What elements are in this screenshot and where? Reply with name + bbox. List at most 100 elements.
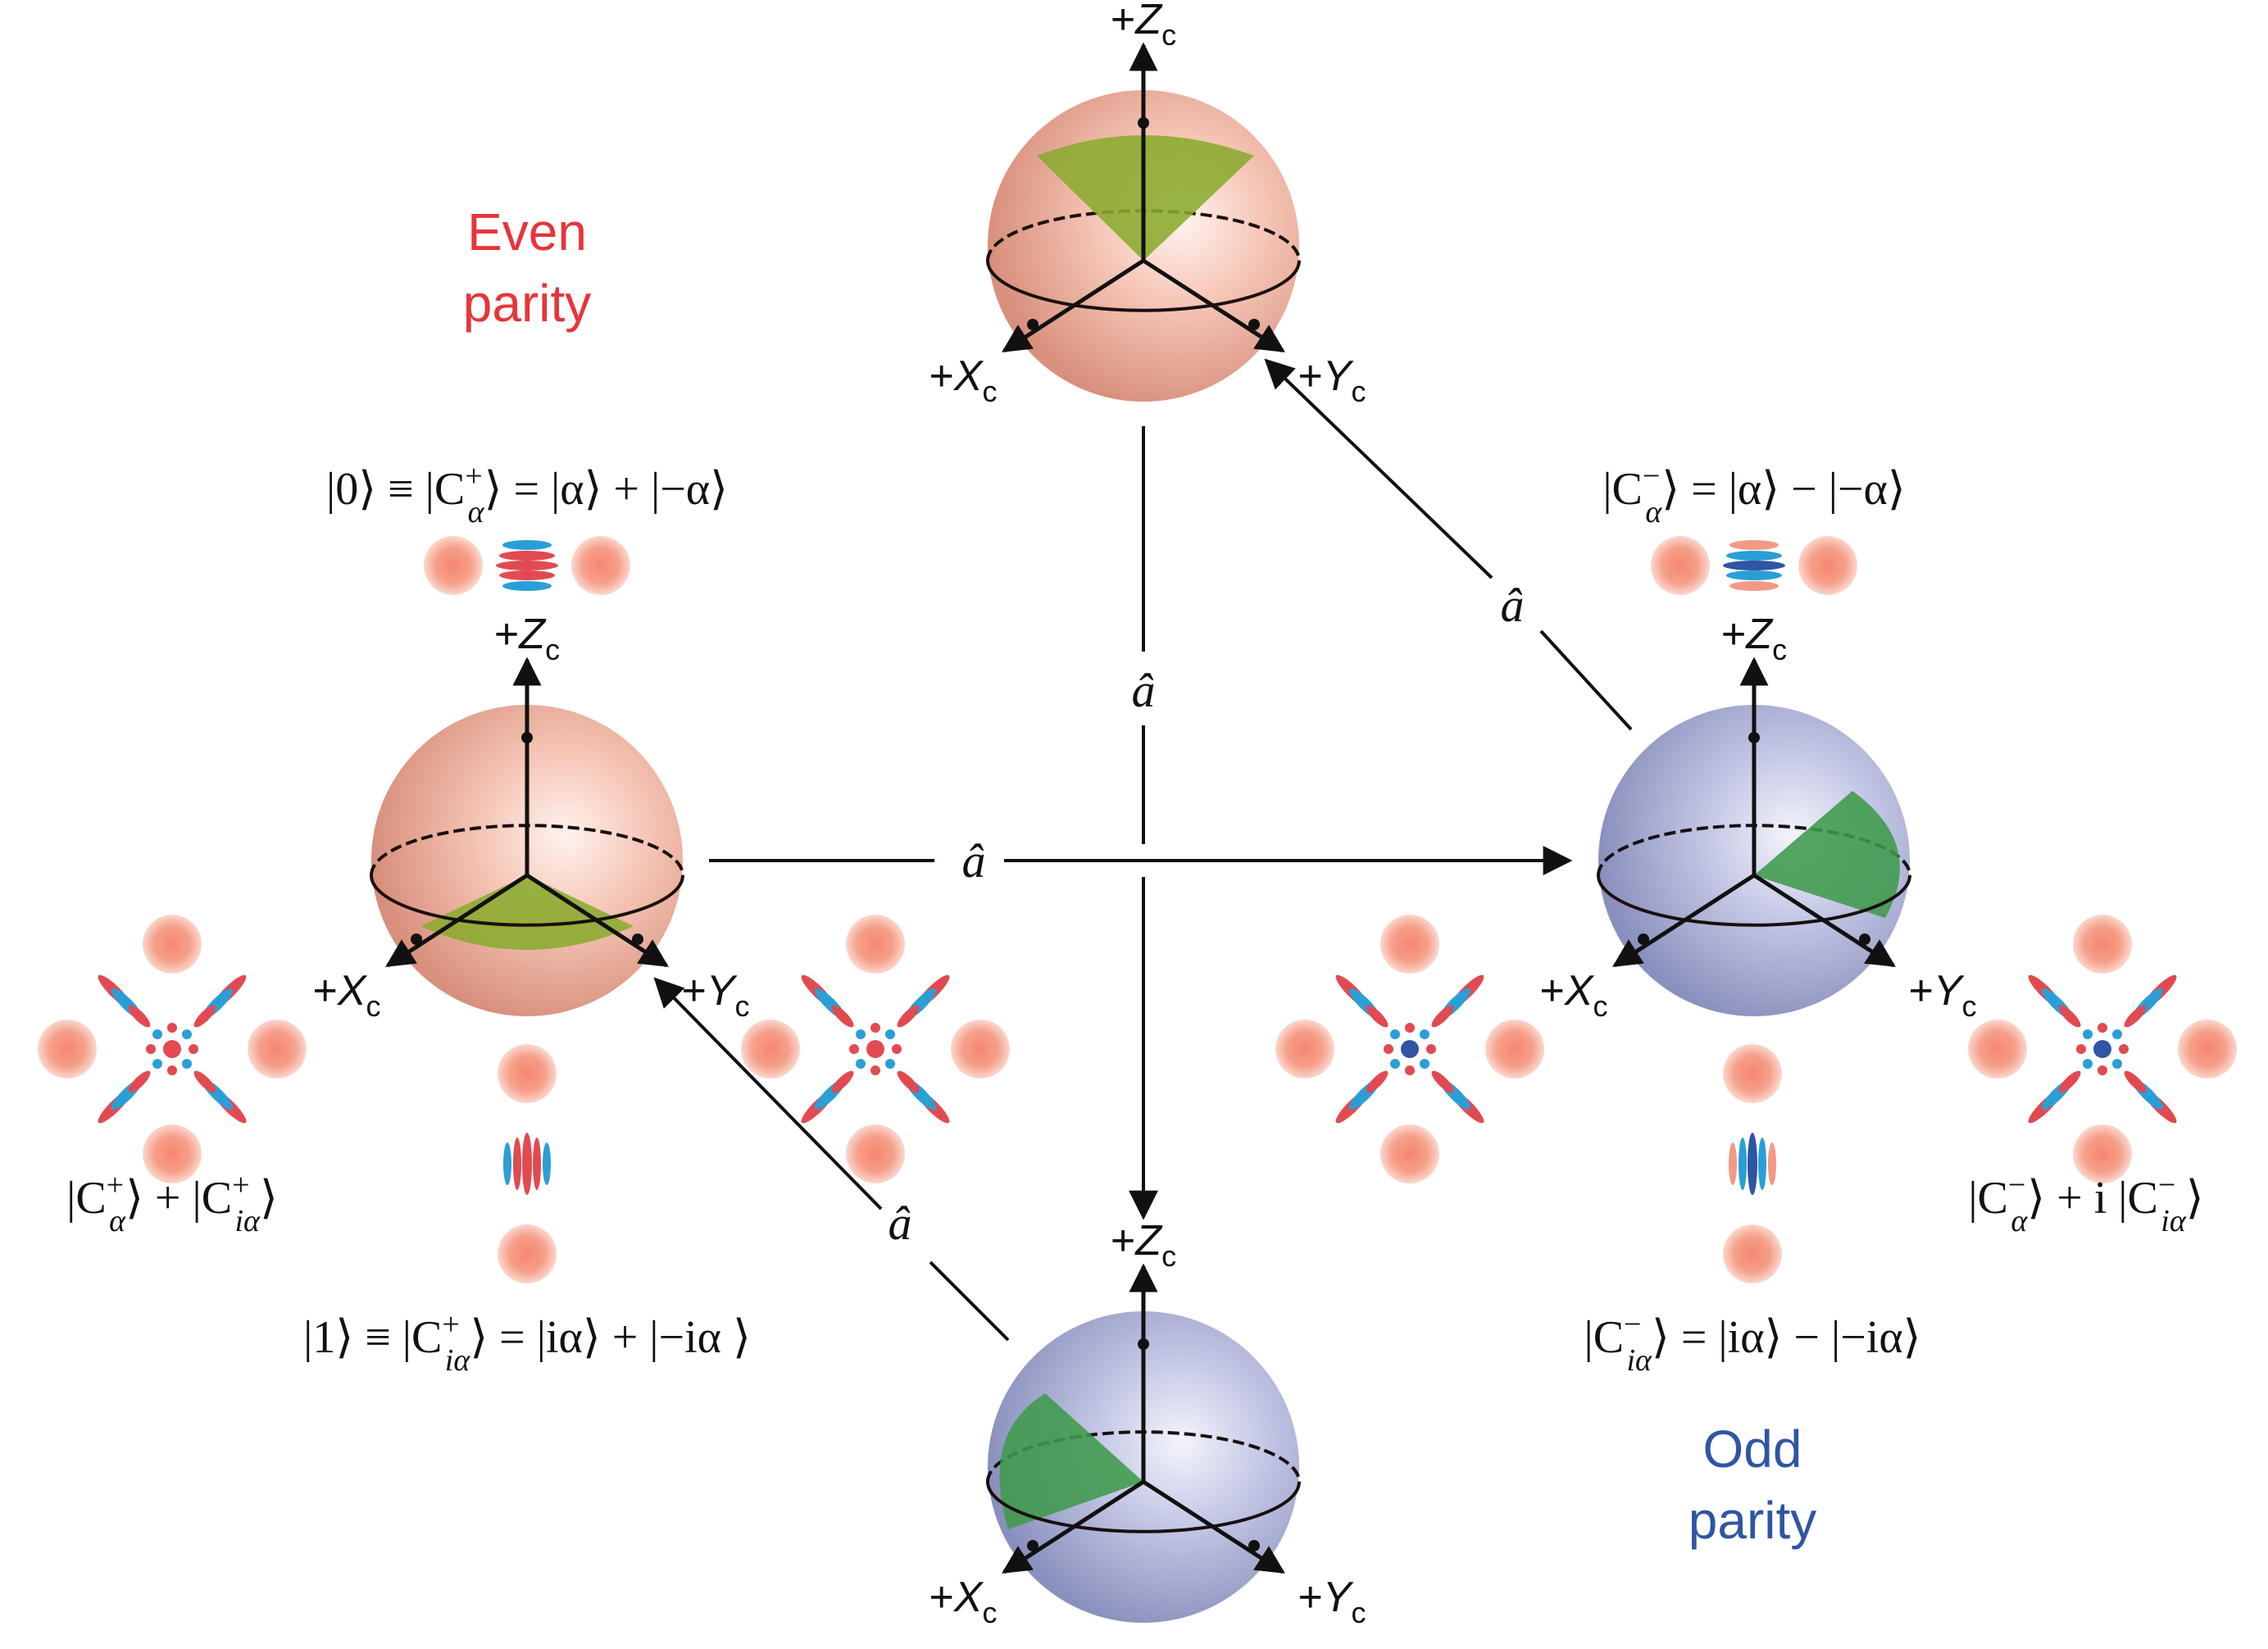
interference-dot (2098, 1065, 2107, 1075)
interference-fringe (1729, 1142, 1737, 1185)
y-axis (1752, 873, 1896, 968)
odd-parity-word: Odd (1703, 1420, 1802, 1479)
operator-label-lower-left: â (889, 1197, 912, 1250)
wigner-sum-odd-left (1275, 915, 1544, 1183)
transition-arrows (653, 358, 1633, 1342)
coherent-lobe (951, 1020, 1010, 1079)
bloch-spheres: +Zc+Xc+Yc+Zc+Xc+Yc+Zc+Xc+Yc+Zc+Xc+Yc (312, 0, 1976, 1629)
coherent-lobe (1651, 536, 1710, 595)
odd-parity-label: Odd parity (1689, 1420, 1817, 1550)
operator-labels: â â â â (889, 579, 1525, 1250)
wigner-sum-even-left (38, 915, 307, 1183)
interference-fringe (543, 1142, 551, 1185)
coherent-lobe (1723, 1224, 1782, 1283)
x-axis (1002, 258, 1145, 353)
wigner-sum-even-right (741, 915, 1010, 1183)
coherent-lobe (571, 536, 630, 595)
axis-pole-dot (1248, 1540, 1260, 1551)
interference-dot (152, 1059, 162, 1069)
state-minus-i-odd: |C−iα⟩ = |iα⟩ − |−iα⟩ (1584, 1307, 1920, 1378)
interference-dot (1405, 1023, 1415, 1033)
interference-fringe (831, 1070, 854, 1093)
coherent-lobe (1380, 915, 1439, 974)
z-axis-label: +Zc (494, 611, 560, 666)
interference-dot (189, 1044, 198, 1054)
arrow-right-to-top-b (1264, 358, 1493, 579)
coherent-lobe (38, 1020, 97, 1079)
coherent-lobe (498, 1224, 557, 1283)
coherent-lobe (846, 1124, 905, 1183)
interference-fringe (1431, 1070, 1454, 1093)
z-axis-label: +Zc (1721, 611, 1787, 666)
interference-dot (2083, 1059, 2093, 1069)
x-axis (1002, 1479, 1145, 1574)
y-axis-label: +Yc (1298, 352, 1366, 408)
even-parity-word-2: parity (463, 274, 592, 333)
coherent-lobe (1723, 1044, 1782, 1103)
interference-dot (1420, 1029, 1429, 1039)
center-dot (1401, 1040, 1419, 1058)
interference-fringe (1726, 551, 1782, 561)
interference-fringe (1748, 1133, 1757, 1195)
interference-fringe (1431, 1005, 1454, 1028)
interference-fringe (502, 540, 552, 550)
interference-fringe (128, 1005, 151, 1028)
interference-fringe (897, 1070, 920, 1093)
interference-dot (870, 1023, 880, 1033)
interference-dot (870, 1065, 880, 1075)
interference-fringe (496, 561, 558, 570)
coherent-lobe (1485, 1020, 1544, 1079)
interference-fringe (193, 1070, 216, 1093)
interference-fringe (831, 1005, 854, 1028)
state-wedge (1754, 791, 1900, 918)
interference-dot (1384, 1044, 1393, 1054)
state-labels: |0⟩ ≡ |C+α⟩ = |α⟩ + |−α⟩ |C−α⟩ = |α⟩ − |… (66, 459, 2204, 1378)
axis-pole-dot (1138, 117, 1149, 129)
operator-label-upper-right: â (1501, 579, 1525, 632)
interference-fringe (503, 1142, 511, 1185)
center-dot (163, 1040, 181, 1058)
interference-fringe (1768, 1142, 1776, 1185)
axis-pole-dot (1638, 934, 1649, 945)
even-parity-label: Even parity (463, 202, 592, 333)
interference-fringe (1366, 1005, 1389, 1028)
axis-pole-dot (411, 934, 422, 945)
equator-front (370, 874, 684, 927)
interference-fringe (2058, 1005, 2081, 1028)
interference-dot (849, 1044, 859, 1054)
coherent-lobe (1968, 1020, 2027, 1079)
coherent-lobe (424, 536, 483, 595)
interference-dot (167, 1023, 177, 1033)
coherent-lobe (1798, 536, 1857, 595)
interference-fringe (897, 1005, 920, 1028)
z-axis-label: +Zc (1111, 1217, 1176, 1273)
operator-label-vertical: â (1132, 664, 1156, 717)
interference-dot (885, 1059, 895, 1069)
axis-pole-dot (1859, 934, 1870, 945)
interference-dot (2098, 1023, 2107, 1033)
state-wedge (999, 1393, 1143, 1529)
coherent-lobe (143, 915, 202, 974)
center-dot (866, 1040, 884, 1058)
axis-pole-dot (1027, 319, 1039, 330)
axis-pole-dot (521, 732, 533, 743)
state-minus-odd: |C−α⟩ = |α⟩ − |−α⟩ (1602, 459, 1905, 529)
state-sum-odd: |C−α⟩ + i |C−iα⟩ (1968, 1168, 2203, 1238)
interference-dot (1405, 1065, 1415, 1075)
state-sum-even: |C+α⟩ + |C+iα⟩ (66, 1168, 278, 1238)
center-dot (2093, 1040, 2111, 1058)
interference-dot (2083, 1029, 2093, 1039)
interference-fringe (1738, 1138, 1747, 1190)
interference-fringe (513, 1138, 521, 1190)
interference-fringe (1726, 570, 1782, 580)
interference-fringe (499, 570, 555, 580)
equator-front (1597, 874, 1911, 927)
wigner-one-even (498, 1044, 557, 1283)
arrow-bottom-to-left-a (929, 1261, 1010, 1342)
coherent-lobe (248, 1020, 307, 1079)
interference-dot (856, 1029, 866, 1039)
interference-fringe (193, 1005, 216, 1028)
interference-dot (182, 1059, 192, 1069)
coherent-lobe (2178, 1020, 2237, 1079)
wigner-functions (38, 536, 2237, 1283)
